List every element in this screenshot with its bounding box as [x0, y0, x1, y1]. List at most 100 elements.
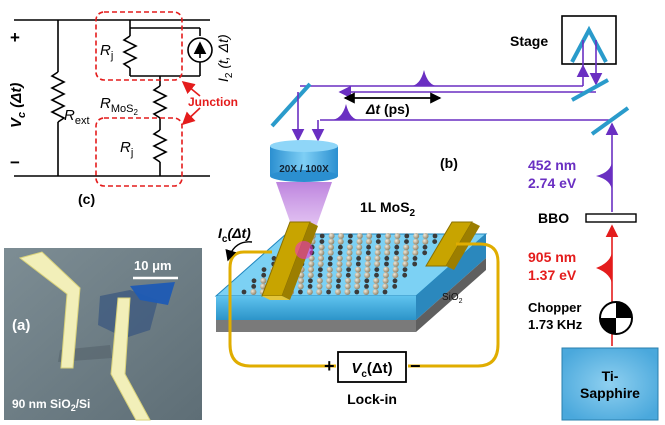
minus-label: − [10, 153, 20, 172]
laser-spot [295, 241, 313, 259]
lattice-atom [384, 261, 389, 267]
mirror-right-top [571, 78, 609, 102]
ti-sapphire-laser [561, 347, 659, 421]
junction-label: Junction [188, 95, 238, 109]
chopper-label: Chopper [528, 300, 581, 315]
lattice-atom [326, 277, 333, 284]
lockin-label: Lock-in [347, 391, 397, 407]
lattice-atom [402, 255, 409, 262]
lattice-atom [392, 261, 399, 267]
lattice-atom [354, 272, 361, 279]
lattice-atom [328, 233, 335, 239]
lattice-atom [422, 233, 429, 239]
lattice-atom [326, 272, 333, 279]
lattice-atom [319, 233, 325, 239]
lattice-atom [364, 266, 371, 273]
lattice-atom [364, 261, 371, 267]
pulse-blue [596, 160, 612, 192]
lattice-atom [346, 267, 351, 272]
focus-cone [276, 182, 332, 250]
lattice-atom [365, 255, 371, 262]
lattice-atom [356, 233, 363, 239]
lattice-atom [404, 233, 410, 239]
rj-top-label: Rj [100, 42, 113, 62]
delay-label: Δt (ps) [365, 101, 410, 117]
lattice-atom [364, 272, 371, 279]
lattice-atom [356, 238, 363, 245]
rj-bottom-label: Rj [120, 139, 133, 159]
lattice-atom [402, 272, 408, 278]
equivalent-circuit: + − Vc (Δt) Rext Rj RMoS2 Rj I2 (t, Δt) … [8, 11, 238, 207]
lockin-minus: − [410, 356, 421, 376]
ic-label: Ic(Δt) [218, 225, 251, 245]
lattice-atom [383, 266, 390, 273]
lattice-atom [373, 277, 380, 284]
lattice-atom [364, 278, 370, 284]
lattice-atom [412, 256, 418, 261]
lattice-atom [392, 266, 399, 273]
si-label: Si [446, 320, 455, 331]
lattice-atom [374, 261, 381, 267]
lattice-atom [393, 255, 400, 262]
lattice-atom [413, 233, 420, 239]
lattice-atom [355, 249, 362, 256]
lattice-atom [354, 283, 361, 290]
lattice-atom [365, 238, 372, 245]
stage-retroreflector [570, 25, 608, 63]
lattice-atom [328, 256, 333, 261]
lattice-atom [307, 284, 313, 289]
lattice-atom [261, 272, 267, 278]
lattice-atom [345, 272, 351, 278]
lattice-atom [355, 261, 361, 267]
lattice-atom [308, 278, 313, 284]
energy-red: 1.37 eV [528, 267, 577, 283]
lattice-atom [344, 289, 351, 295]
lattice-atom [374, 272, 379, 278]
substrate-label: 90 nm SiO2/Si [12, 397, 90, 413]
lattice-atom [250, 289, 257, 295]
lattice-atom [366, 233, 373, 239]
lattice-atom [325, 283, 332, 290]
lattice-atom [392, 278, 398, 284]
optical-setup: Stage Δt (ps) 452 nm 2.74 eV BBO [214, 15, 659, 421]
i2-label: I2 (t, Δt) [215, 34, 235, 82]
lattice-atom [307, 272, 314, 279]
lattice-atom [297, 283, 304, 290]
lattice-atom [335, 284, 341, 289]
lattice-atom [364, 284, 369, 289]
scale-bar-label: 10 μm [134, 258, 172, 273]
sio2-label: SiO2 [442, 292, 463, 305]
lattice-atom [306, 289, 313, 295]
substrate-si [216, 320, 416, 332]
lattice-atom [308, 255, 315, 262]
lattice-atom [251, 278, 257, 284]
lattice-atom [337, 238, 344, 245]
lattice-atom [394, 250, 399, 256]
laser-label-2: Sapphire [580, 385, 640, 401]
sample-label: 1L MoS2 [360, 199, 416, 219]
lattice-atom [394, 233, 401, 239]
bbo-label: BBO [538, 210, 569, 226]
lattice-atom [374, 249, 381, 256]
lattice-atom [336, 261, 343, 267]
lattice-atom [271, 256, 277, 261]
lattice-atom [338, 244, 343, 250]
lattice-atom [376, 233, 381, 239]
lattice-atom [356, 256, 361, 261]
lattice-atom [348, 233, 353, 239]
vc-circuit-label: Vc (Δt) [8, 83, 28, 128]
objective-label: 20X / 100X [279, 164, 329, 175]
lattice-atom [251, 284, 257, 289]
lattice-atom [335, 272, 342, 279]
pulse-red [596, 250, 612, 286]
lattice-atom [384, 238, 391, 245]
lattice-atom [404, 239, 409, 245]
lattice-atom [402, 249, 409, 256]
lockin-plus: + [324, 356, 335, 376]
lattice-atom [318, 267, 323, 272]
lattice-atom [344, 283, 351, 290]
lattice-atom [316, 277, 323, 284]
lattice-atom [337, 250, 343, 256]
